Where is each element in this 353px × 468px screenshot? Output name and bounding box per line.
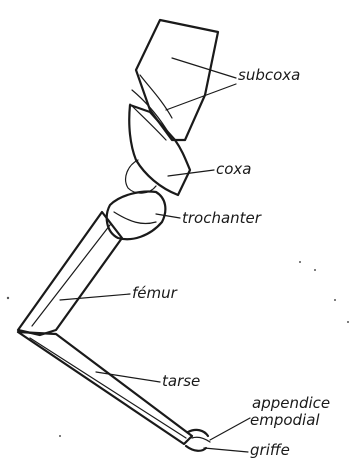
tarsus-leader-line [96, 372, 160, 382]
label-griffe: griffe [250, 443, 290, 458]
femur-leader-line [60, 294, 130, 300]
subcoxa-fold-line [130, 104, 166, 140]
scan-speck [334, 299, 336, 301]
trochanter-leader-line [156, 214, 180, 218]
trochanter-inner-line [114, 212, 156, 224]
label-femur: fémur [132, 286, 177, 301]
griffe-leader-line [204, 448, 248, 452]
empodial-appendix-shape [192, 437, 210, 442]
scan-speck [299, 261, 301, 263]
label-trochanter: trochanter [182, 211, 261, 226]
label-subcoxa: subcoxa [238, 68, 300, 83]
appendice-leader-line [210, 418, 250, 440]
trochanter-segment [107, 192, 166, 240]
scan-speck [347, 321, 349, 323]
label-appendice-line1: appendice [252, 396, 330, 411]
label-tarse: tarse [162, 374, 200, 389]
label-appendice-line2: empodial [250, 413, 320, 428]
subcoxa-leader-line [172, 58, 236, 78]
label-coxa: coxa [216, 162, 252, 177]
scan-speck [7, 297, 9, 299]
claw-shape [186, 446, 206, 451]
coxa-joint-lobe [126, 160, 156, 193]
scan-speck [314, 269, 316, 271]
scan-speck [59, 435, 61, 437]
coxa-leader-line [168, 170, 214, 176]
